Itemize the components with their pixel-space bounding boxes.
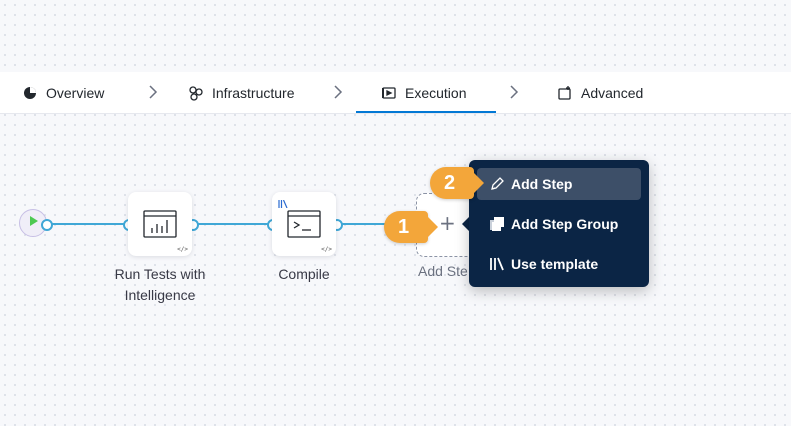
- connector-line: [193, 223, 273, 225]
- chevron-right-icon: [506, 84, 522, 100]
- code-icon: </>: [321, 246, 332, 253]
- chevron-right-icon: [145, 84, 161, 100]
- pipeline-tab-bar: Overview Infrastructure Execution Advanc…: [0, 72, 791, 114]
- play-icon: [27, 214, 39, 232]
- step-label: Run Tests with Intelligence: [114, 266, 206, 303]
- menu-pointer: [462, 216, 470, 232]
- bar-chart-icon: [143, 210, 177, 243]
- infrastructure-icon: [188, 85, 204, 101]
- menu-item-use-template[interactable]: Use template: [477, 248, 641, 280]
- tab-label: Execution: [405, 84, 467, 101]
- advanced-icon: [557, 85, 573, 101]
- template-icon: [489, 256, 505, 272]
- tab-label: Overview: [46, 84, 105, 101]
- add-step-menu: Add Step Add Step Group Use template: [469, 160, 649, 287]
- tab-label: Infrastructure: [212, 84, 295, 101]
- step-node-compile[interactable]: </>: [272, 192, 336, 256]
- terminal-icon: [287, 210, 321, 243]
- step-node-run-tests[interactable]: </>: [128, 192, 192, 256]
- tab-advanced[interactable]: Advanced: [557, 72, 643, 113]
- connector-port[interactable]: [41, 219, 53, 231]
- plus-icon: +: [439, 211, 456, 235]
- add-step-label: Add Ste: [418, 263, 468, 279]
- callout-badge-1: 1: [384, 211, 438, 243]
- chevron-right-icon: [330, 84, 346, 100]
- callout-badge-2: 2: [430, 167, 484, 199]
- step-label: Compile: [278, 266, 330, 282]
- active-tab-indicator: [356, 111, 496, 113]
- menu-item-add-step[interactable]: Add Step: [477, 168, 641, 200]
- pencil-icon: [489, 176, 505, 192]
- connector-line: [47, 223, 129, 225]
- menu-item-add-step-group[interactable]: Add Step Group: [477, 208, 641, 240]
- tab-infrastructure[interactable]: Infrastructure: [188, 72, 294, 113]
- overview-icon: [22, 85, 38, 101]
- step-group-icon: [489, 216, 505, 232]
- template-icon: [278, 195, 288, 213]
- code-icon: </>: [177, 246, 188, 253]
- tab-execution[interactable]: Execution: [381, 72, 466, 113]
- connector-line: [337, 223, 416, 225]
- tab-label: Advanced: [581, 84, 644, 101]
- execution-icon: [381, 85, 397, 101]
- tab-overview[interactable]: Overview: [22, 72, 104, 113]
